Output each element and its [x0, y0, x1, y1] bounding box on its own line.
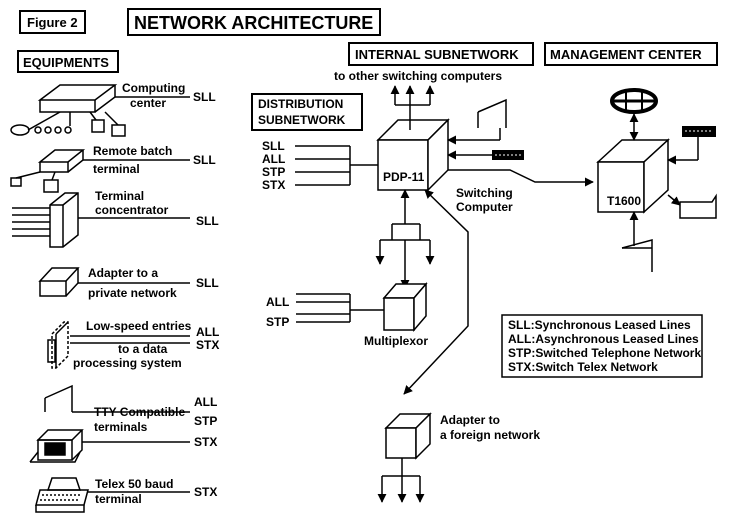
low-speed-label-2: to a data: [118, 342, 168, 356]
page-title: NETWORK ARCHITECTURE: [127, 8, 381, 36]
telex-label-2: terminal: [95, 492, 142, 506]
private-adapter-label-1: Adapter to a: [88, 266, 158, 280]
computing-center-line-sll: SLL: [193, 90, 216, 104]
pdp11-keyboard-icon: [447, 150, 524, 160]
t1600-label: T1600: [607, 194, 641, 208]
svg-text:EQUIPMENTS: EQUIPMENTS: [23, 55, 109, 70]
legend-stp: STP:Switched Telephone Network: [508, 346, 701, 360]
telex-line-stx: STX: [194, 485, 217, 499]
private-adapter-icon: [38, 267, 80, 297]
pdp11-t1600-link: [448, 169, 594, 187]
internal-subnetwork-links: [390, 85, 435, 130]
svg-text:SUBNETWORK: SUBNETWORK: [258, 113, 346, 127]
pdp11-foreign-adapter-link: [403, 189, 469, 395]
t1600-printer-icon: [667, 193, 717, 219]
pdp11-terminal-icon: [447, 98, 507, 145]
t1600-cube-icon: [596, 138, 670, 214]
foreign-adapter-outputs: [377, 458, 425, 503]
tty-line-all: ALL: [194, 395, 217, 409]
computing-center-label-2: center: [130, 96, 166, 110]
legend-sll: SLL:Synchronous Leased Lines: [508, 318, 691, 332]
terminal-concentrator-icon: [12, 192, 79, 248]
foreign-adapter-label-2: a foreign network: [440, 428, 540, 442]
tty-terminal-icon: [44, 384, 73, 412]
computing-center-icon: [10, 84, 126, 137]
multiplexor-label: Multiplexor: [364, 334, 428, 348]
low-speed-label-3: processing system: [73, 356, 182, 370]
private-adapter-label-2: private network: [88, 286, 177, 300]
management-center-heading: MANAGEMENT CENTER: [544, 42, 718, 66]
tape-reel-icon: [610, 88, 658, 141]
telex-label-1: Telex 50 baud: [95, 477, 173, 491]
legend: SLL:Synchronous Leased Lines ALL:Asynchr…: [501, 314, 703, 378]
t1600-keyboard-icon: [667, 126, 716, 165]
remote-batch-line-sll: SLL: [193, 153, 216, 167]
foreign-adapter-label-1: Adapter to: [440, 413, 500, 427]
switching-computer-label-2: Computer: [456, 200, 513, 214]
low-speed-label-1: Low-speed entries: [86, 319, 192, 333]
pdp11-multiplexor-link: [375, 189, 435, 289]
pdp11-input-all: ALL: [262, 152, 285, 166]
remote-batch-label-1: Remote batch: [93, 144, 172, 158]
legend-all: ALL:Asynchronous Leased Lines: [508, 332, 699, 346]
svg-text:MANAGEMENT CENTER: MANAGEMENT CENTER: [550, 47, 702, 62]
multiplexor-input-bus: [296, 293, 384, 323]
remote-batch-label-2: terminal: [93, 162, 140, 176]
pdp11-label: PDP-11: [383, 170, 425, 184]
distribution-subnetwork-heading: DISTRIBUTION SUBNETWORK: [251, 93, 363, 131]
svg-text:INTERNAL SUBNETWORK: INTERNAL SUBNETWORK: [355, 47, 519, 62]
switching-computer-label-1: Switching: [456, 186, 513, 200]
pdp11-input-sll: SLL: [262, 139, 285, 153]
telex-terminal-icon: [35, 477, 89, 513]
computer-terminal-icon: [29, 429, 84, 463]
pdp11-cube-icon: [376, 118, 450, 192]
tty-line-stp: STP: [194, 414, 217, 428]
multiplexor-cube-icon: [382, 281, 428, 333]
low-speed-line-stx: STX: [196, 338, 219, 352]
tty-line-stx: STX: [194, 435, 217, 449]
svg-text:DISTRIBUTION: DISTRIBUTION: [258, 97, 343, 111]
private-adapter-line-sll: SLL: [196, 276, 219, 290]
equipments-heading: EQUIPMENTS: [17, 50, 119, 73]
terminal-concentrator-label-1: Terminal: [95, 189, 144, 203]
remote-batch-icon: [10, 149, 86, 193]
t1600-terminal-icon: [621, 211, 653, 272]
computing-center-label-1: Computing: [122, 81, 185, 95]
multiplexor-input-all: ALL: [266, 295, 289, 309]
multiplexor-input-stp: STP: [266, 315, 289, 329]
figure-label: Figure 2: [19, 10, 86, 34]
pdp11-input-stp: STP: [262, 165, 285, 179]
terminal-concentrator-label-2: concentrator: [95, 203, 169, 217]
low-speed-line-all: ALL: [196, 325, 219, 339]
pdp11-input-stx: STX: [262, 178, 285, 192]
internal-subnetwork-heading: INTERNAL SUBNETWORK: [348, 42, 534, 66]
legend-stx: STX:Switch Telex Network: [508, 360, 658, 374]
foreign-adapter-cube-icon: [384, 412, 432, 460]
pdp11-input-bus: [295, 145, 378, 186]
svg-text:NETWORK ARCHITECTURE: NETWORK ARCHITECTURE: [134, 13, 373, 33]
tty-label-1: TTY Compatible: [94, 405, 185, 419]
internal-subnetwork-note: to other switching computers: [334, 69, 502, 83]
svg-text:Figure 2: Figure 2: [27, 15, 78, 30]
tty-label-2: terminals: [94, 420, 148, 434]
terminal-concentrator-line-sll: SLL: [196, 214, 219, 228]
low-speed-entries-icon: [47, 321, 69, 369]
